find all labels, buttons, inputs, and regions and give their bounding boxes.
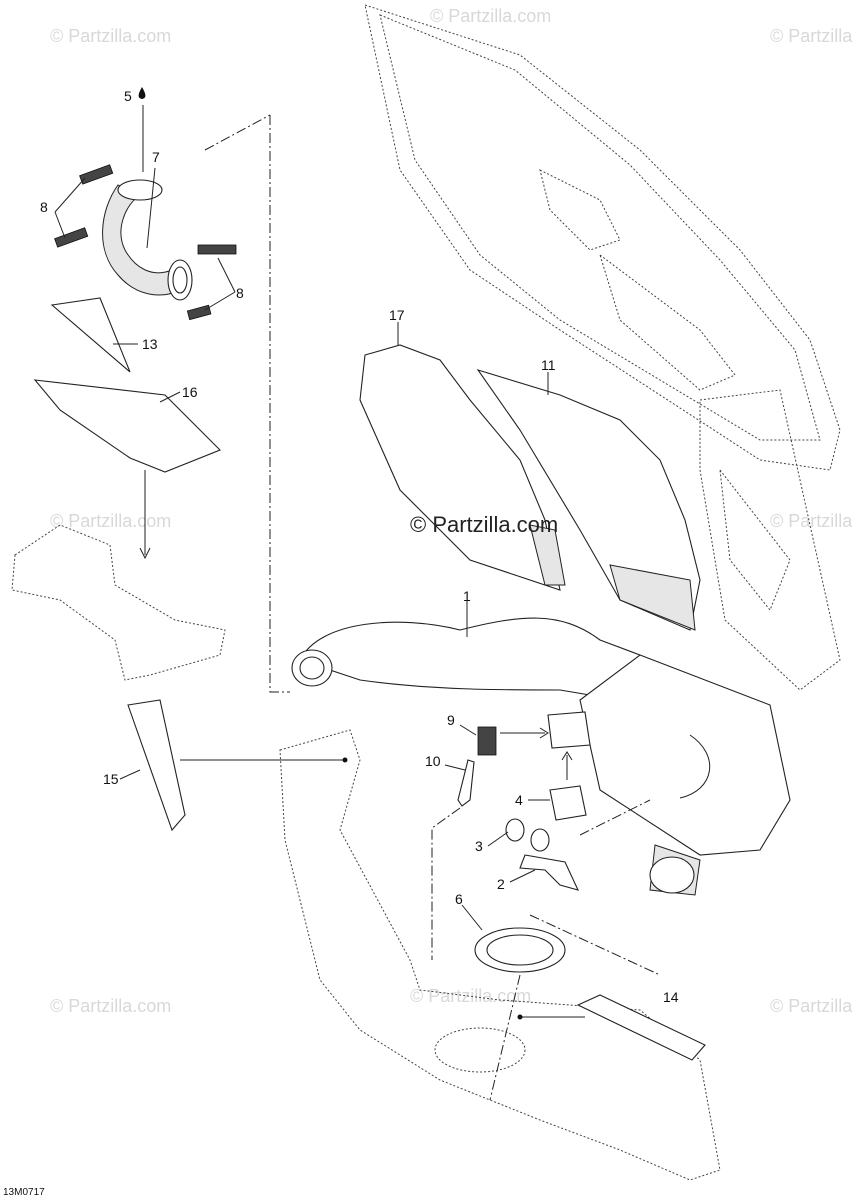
watermark-bottom-right: © Partzilla.com: [770, 996, 853, 1016]
callout-14: 14: [663, 989, 679, 1005]
callout-5: 5: [124, 88, 132, 104]
hull-fragment: [11, 524, 226, 681]
arrow-4-head: [561, 751, 573, 761]
callout-8-left: 8: [40, 199, 48, 215]
leader-8a: [54, 177, 86, 239]
clamp-spring-right: [197, 244, 237, 255]
watermark-mid-left: © Partzilla.com: [50, 511, 171, 531]
shield-part-13: [50, 297, 131, 373]
bracket-guide: [579, 799, 651, 836]
watermark-top-left: © Partzilla.com: [50, 26, 171, 46]
mount-part-4: [549, 785, 587, 821]
callout-9: 9: [447, 712, 455, 728]
drawing-code: 13M0717: [3, 1187, 45, 1198]
leader-15-dot: [342, 757, 348, 763]
strip-part-15: [127, 699, 186, 832]
lower-hull: [279, 729, 721, 1181]
callout-2: 2: [497, 876, 505, 892]
body-shell: [364, 4, 841, 691]
strip-part-14: [576, 994, 706, 1061]
callout-1: 1: [463, 588, 471, 604]
panel-part-11: [476, 369, 701, 631]
panel-part-11-edge: [609, 564, 696, 631]
leader-14-dot: [517, 1014, 523, 1020]
bracket-muffler: [547, 711, 591, 749]
panel-part-17: [359, 344, 561, 591]
spring-part-9: [477, 726, 497, 756]
leader-15b: [119, 769, 141, 780]
muffler-part-1: [291, 617, 791, 896]
leader-6: [461, 904, 483, 931]
callout-15: 15: [103, 771, 119, 787]
assembly-boundary-diag: [204, 114, 271, 151]
callout-17: 17: [389, 307, 405, 323]
grommet-part-3b: [530, 828, 550, 852]
callout-3: 3: [475, 838, 483, 854]
callout-10: 10: [425, 753, 441, 769]
arrow-9-head: [539, 727, 549, 739]
leader-2: [509, 869, 536, 883]
hook-guide: [431, 807, 461, 960]
panel-part-17-tab: [529, 524, 566, 586]
watermark-mid-right: © Partzilla.com: [770, 511, 853, 531]
callout-13: 13: [142, 336, 158, 352]
assembly-boundary: [269, 115, 290, 693]
watermark-center: © Partzilla.com: [410, 512, 558, 537]
watermark-bottom-left: © Partzilla.com: [50, 996, 171, 1016]
outlet-guide: [529, 914, 661, 976]
grommet-part-3: [505, 818, 525, 842]
callout-6: 6: [455, 891, 463, 907]
ring-part-6: [474, 927, 566, 973]
watermark-bottom-center: © Partzilla.com: [410, 986, 531, 1006]
bracket-part-2: [519, 854, 580, 891]
callout-16: 16: [182, 384, 198, 400]
leader-16: [159, 391, 181, 403]
callout-11: 11: [541, 357, 556, 373]
oil-drop-icon: [138, 87, 146, 99]
callout-8-right: 8: [236, 285, 244, 301]
leader-7: [146, 167, 156, 249]
heat-shield-part-16: [33, 379, 221, 473]
leader-9: [459, 724, 477, 736]
ring-guide: [489, 974, 521, 1101]
clamp-spring-small: [186, 304, 212, 321]
arrow-16-head: [139, 547, 151, 560]
leader-10: [444, 764, 466, 771]
hull-opening: [434, 1027, 526, 1073]
upper-hose-part-7: [102, 179, 193, 301]
clamp-spring-lower-left: [54, 227, 89, 248]
callout-4: 4: [515, 792, 523, 808]
leader-8b: [204, 257, 236, 311]
watermark-top-right: © Partzilla.com: [770, 26, 853, 46]
clamp-spring-upper-left: [79, 164, 114, 185]
watermark-top-center: © Partzilla.com: [430, 6, 551, 26]
callout-7: 7: [152, 149, 160, 165]
hook-part-10: [457, 759, 475, 807]
leader-3: [487, 831, 509, 847]
